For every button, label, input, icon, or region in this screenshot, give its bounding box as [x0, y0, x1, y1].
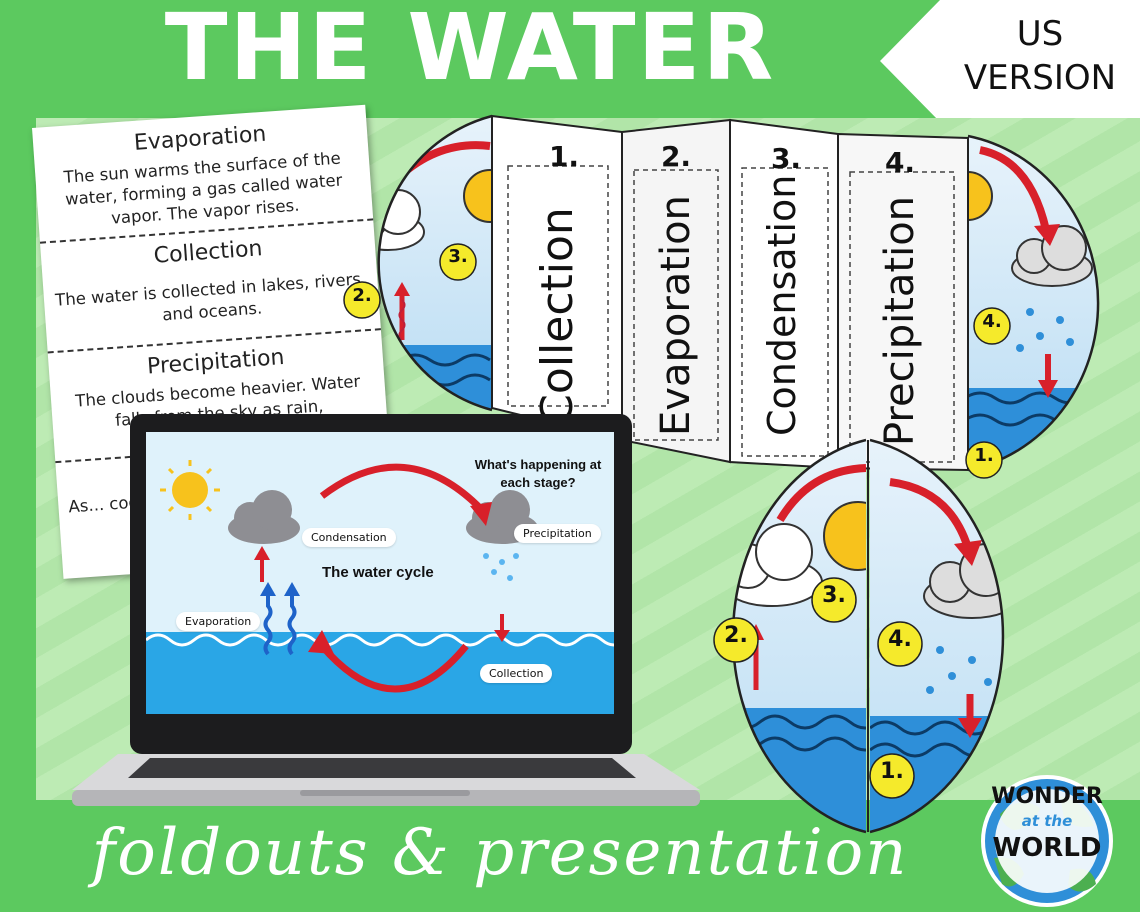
number-badges: [343, 243, 1011, 799]
badge-3-bottom: 3.: [822, 583, 846, 608]
cloud-icon: [228, 490, 300, 544]
logo-line-3: WORLD: [992, 833, 1102, 863]
version-line-1: US: [1016, 14, 1064, 54]
label-condensation: Condensation: [302, 528, 396, 547]
foldout-panels: [491, 114, 969, 472]
badge-2-top: 2.: [352, 285, 372, 306]
badge-1-bottom: 1.: [880, 759, 904, 784]
raindrops-icon: [1016, 308, 1074, 352]
sun-icon: [968, 171, 993, 221]
panel-number-4: 4.: [884, 146, 916, 179]
version-label: US VERSION: [960, 12, 1120, 100]
sun-icon: [463, 169, 492, 223]
version-line-2: VERSION: [963, 58, 1117, 98]
presentation-screen: What's happening at each stage? The wate…: [146, 432, 614, 714]
sun-icon: [160, 460, 220, 520]
label-precipitation: Precipitation: [514, 524, 601, 543]
panel-number-3: 3.: [770, 142, 802, 175]
tagline: foldouts & presentation: [91, 816, 909, 890]
globe-logo-icon: [981, 775, 1113, 907]
badge-1-top: 1.: [974, 445, 994, 466]
badge-4-bottom: 4.: [888, 627, 912, 652]
slide-title: The water cycle: [322, 564, 434, 581]
slide-question: What's happening at each stage?: [474, 457, 602, 490]
label-collection: Collection: [480, 664, 553, 683]
version-banner: [880, 0, 1140, 122]
panel-number-2: 2.: [660, 140, 692, 173]
logo-wordmark: WONDER at the WORLD: [980, 784, 1114, 864]
badge-4-top: 4.: [982, 311, 1002, 332]
raindrops-icon: [926, 646, 992, 694]
logo-line-1: WONDER: [991, 784, 1103, 809]
sun-icon: [823, 501, 866, 571]
raindrops-icon: [483, 553, 519, 581]
badge-2-bottom: 2.: [724, 623, 748, 648]
presentation-slide-graphic: [146, 460, 614, 714]
label-evaporation: Evaporation: [176, 612, 261, 631]
panel-number-1: 1.: [548, 140, 580, 173]
logo-line-2: at the: [1021, 812, 1073, 830]
badge-3-top: 3.: [448, 246, 468, 267]
